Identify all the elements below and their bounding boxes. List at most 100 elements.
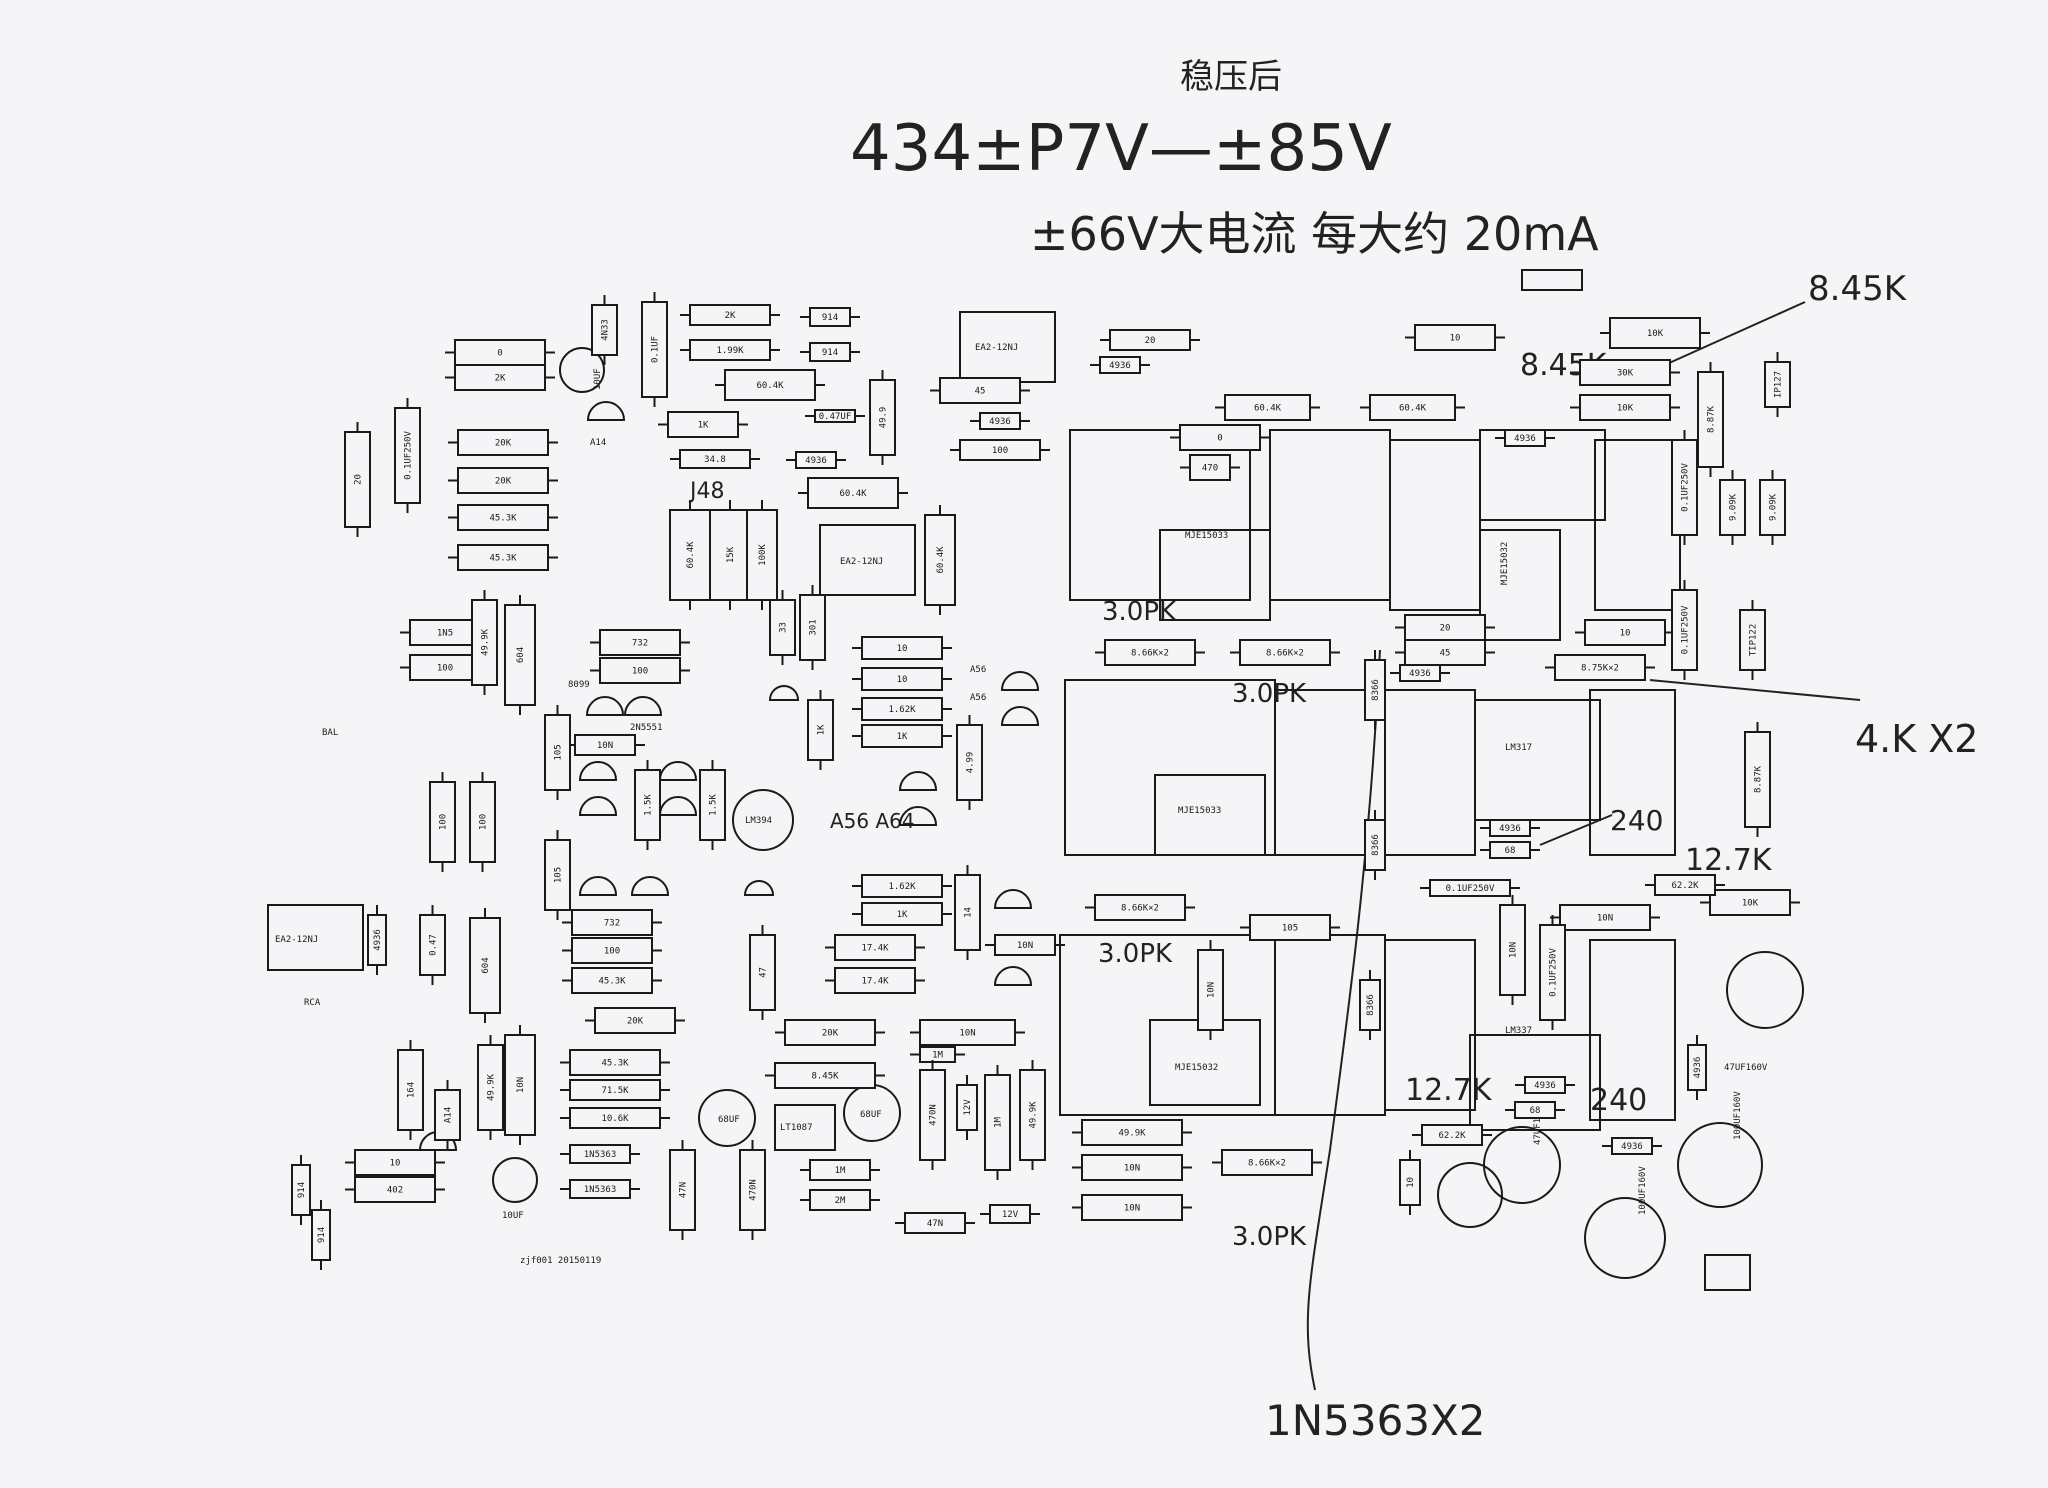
resistor-r1ka2: 1K bbox=[807, 690, 834, 770]
resistor-r30k: 30K bbox=[1570, 359, 1680, 386]
svg-text:2N5551: 2N5551 bbox=[630, 723, 663, 733]
resistor-r0: 0 bbox=[445, 339, 555, 366]
relay-ea2-12nj bbox=[267, 904, 364, 971]
resistor-value: 1K bbox=[897, 910, 908, 920]
heatsink-block bbox=[1589, 689, 1676, 856]
resistor-value: 4.99 bbox=[966, 752, 976, 774]
resistor-r4936d: 4936 bbox=[1495, 429, 1555, 447]
resistor-value: 0.1UF250V bbox=[1681, 463, 1691, 512]
resistor-body bbox=[1671, 589, 1698, 671]
leader-845k bbox=[1657, 301, 1806, 369]
resistor-r453d: 45.3K bbox=[560, 1049, 670, 1076]
resistor-value: 10N bbox=[1124, 1204, 1140, 1214]
resistor-body bbox=[1019, 1069, 1046, 1161]
resistor-value: 10N bbox=[1597, 914, 1613, 924]
resistor-body bbox=[471, 599, 498, 686]
resistor-body bbox=[1239, 639, 1331, 666]
transistor-a14 bbox=[586, 401, 626, 421]
resistor-body bbox=[591, 304, 618, 356]
resistor-r909b: 9.09K bbox=[1759, 470, 1786, 545]
note-30pk-3: 3.0PK bbox=[1098, 939, 1173, 969]
resistor-r470nb: 470N bbox=[739, 1140, 766, 1240]
resistor-r10nh: 10N bbox=[1072, 1154, 1192, 1181]
svg-text:A56: A56 bbox=[970, 665, 986, 675]
resistor-value: 0.1UF250V bbox=[1549, 948, 1559, 997]
resistor-body bbox=[1687, 1044, 1707, 1091]
resistor-body bbox=[1579, 394, 1671, 421]
resistor-body bbox=[919, 1046, 956, 1063]
resistor-r604e: 60.4K bbox=[1215, 394, 1320, 421]
resistor-body bbox=[1094, 894, 1186, 921]
resistor-r604f: 60.4K bbox=[1360, 394, 1465, 421]
resistor-value: 8.45K bbox=[811, 1072, 839, 1082]
resistor-value: 10N bbox=[1207, 982, 1217, 998]
transistor bbox=[578, 876, 618, 896]
resistor-value: 20K bbox=[495, 439, 512, 449]
mje-label-4: MJE15032 bbox=[1175, 1063, 1218, 1073]
transistor bbox=[743, 880, 775, 896]
resistor-body bbox=[809, 342, 851, 362]
resistor-r164: 164 bbox=[397, 1040, 424, 1140]
svg-text:8099: 8099 bbox=[568, 680, 590, 690]
resistor-value: 17.4K bbox=[861, 977, 889, 987]
relay-label: EA2-12NJ bbox=[975, 343, 1018, 353]
resistor-body bbox=[504, 1034, 536, 1136]
resistor-body bbox=[1559, 904, 1651, 931]
resistor-body bbox=[799, 594, 826, 661]
resistor-r604d: 60.4K bbox=[924, 505, 956, 615]
resistor-value: 1M bbox=[932, 1051, 943, 1061]
resistor-r10b: 10 bbox=[852, 636, 952, 660]
heatsink-block bbox=[1269, 429, 1391, 601]
mje15033-top-body bbox=[1159, 529, 1271, 621]
resistor-body bbox=[861, 724, 943, 748]
resistor-r12v: 12V bbox=[956, 1075, 978, 1140]
resistor-r100k: 100K bbox=[746, 500, 778, 610]
resistor-value: 0.1UF250V bbox=[1446, 884, 1495, 894]
svg-text:68UF: 68UF bbox=[860, 1110, 882, 1120]
resistor-r4936h: 4936 bbox=[1515, 1076, 1575, 1094]
resistor-value: 1.99K bbox=[716, 346, 744, 356]
resistor-value: 1M bbox=[835, 1166, 846, 1176]
resistor-value: 45.3K bbox=[489, 554, 517, 564]
resistor-body bbox=[1759, 479, 1786, 536]
resistor-value: 914 bbox=[317, 1227, 327, 1243]
resistor-value: 0.47 bbox=[429, 934, 439, 956]
resistor-r106: 10.6K bbox=[560, 1107, 670, 1129]
resistor-a14b: A14 bbox=[434, 1080, 461, 1150]
resistor-body bbox=[749, 934, 776, 1011]
resistor-r866d: 8.66K×2 bbox=[1212, 1149, 1322, 1176]
resistor-body bbox=[861, 874, 943, 898]
resistor-value: 45 bbox=[975, 387, 986, 397]
relays: EA2-12NJ EA2-12NJ EA2-12NJ bbox=[267, 269, 1583, 971]
resistor-body bbox=[397, 1049, 424, 1131]
resistor-value: 10N bbox=[516, 1077, 526, 1093]
resistor-value: 1.62K bbox=[888, 705, 916, 715]
resistor-body bbox=[834, 934, 916, 961]
resistor-r14: 14 bbox=[954, 865, 981, 960]
resistor-r10e: 10 bbox=[345, 1149, 445, 1176]
resistor-body bbox=[1489, 819, 1531, 837]
note-240-top: 240 bbox=[1610, 804, 1663, 837]
relay-label: EA2-12NJ bbox=[840, 557, 883, 567]
resistor-value: TIP122 bbox=[1749, 624, 1759, 657]
resistor-value: 100 bbox=[479, 814, 489, 830]
resistor-c047uf: 0.47UF bbox=[805, 409, 865, 423]
resistor-value: 470N bbox=[749, 1179, 759, 1201]
resistor-value: 33 bbox=[779, 622, 789, 633]
resistor-value: 1N5 bbox=[437, 629, 453, 639]
connector-block bbox=[1704, 1254, 1751, 1291]
resistor-value: 100 bbox=[604, 947, 620, 957]
resistor-value: 20K bbox=[822, 1029, 839, 1039]
resistor-body bbox=[1414, 324, 1496, 351]
resistor-value: 4936 bbox=[1499, 824, 1521, 834]
resistor-value: 105 bbox=[554, 867, 564, 883]
resistor-value: 8.66K×2 bbox=[1248, 1159, 1286, 1169]
resistor-r10a: 10 bbox=[1405, 324, 1505, 351]
resistor-value: 1.5K bbox=[709, 794, 719, 816]
resistor-value: 8.87K bbox=[1707, 405, 1717, 433]
resistor-body bbox=[367, 914, 387, 966]
transistor bbox=[658, 796, 698, 816]
resistor-body bbox=[1539, 924, 1566, 1021]
